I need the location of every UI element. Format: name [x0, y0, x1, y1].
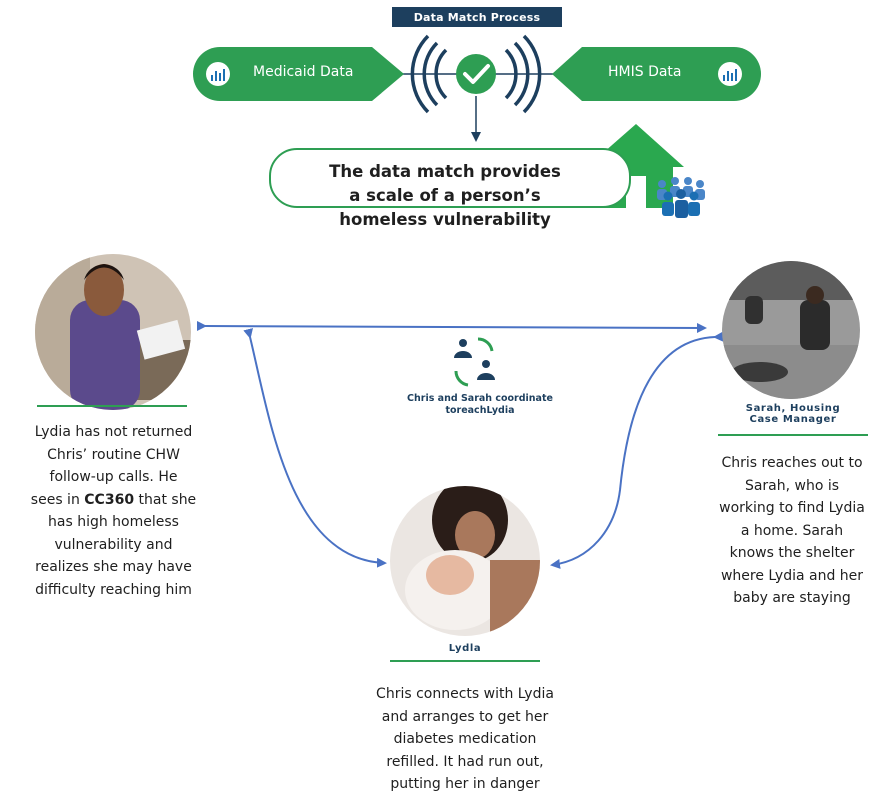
coordination-label: Chris and Sarah coordinate toreachLydia	[407, 393, 553, 416]
hmis-data-label: HMIS Data	[608, 64, 682, 80]
result-box	[269, 148, 631, 208]
coordinate-people-icon	[454, 337, 495, 387]
lydia-divider	[390, 660, 540, 662]
chris-sarah-arrow	[196, 320, 707, 333]
lydia-name: Lydla	[448, 643, 482, 654]
lydia-photo	[390, 486, 540, 636]
result-text: The data match provides a scale of a per…	[329, 162, 561, 229]
bar-chart-icon	[718, 62, 742, 86]
chris-lydia-arrow	[243, 328, 387, 568]
check-signal-icon	[410, 34, 542, 114]
bar-chart-icon	[206, 62, 230, 86]
sarah-lydia-arrow	[550, 331, 724, 569]
chris-description: Lydia has not returned Chris’ routine CH…	[30, 424, 197, 598]
chris-photo	[35, 254, 191, 410]
sarah-description: Chris reaches out to Sarah, who is worki…	[719, 455, 865, 606]
lydia-description: Chris connects with Lydia and arranges t…	[376, 686, 554, 792]
hmis-pill	[552, 47, 761, 101]
people-group-icon	[657, 177, 705, 218]
medicaid-pill	[193, 47, 404, 101]
chris-divider	[37, 405, 187, 407]
medicaid-data-label: Medicaid Data	[253, 64, 354, 80]
sarah-name: Sarah, Housing Case Manager	[745, 403, 841, 425]
sarah-divider	[718, 434, 868, 436]
diagram-title: Data Match Process	[392, 7, 562, 27]
sarah-photo	[722, 261, 860, 399]
